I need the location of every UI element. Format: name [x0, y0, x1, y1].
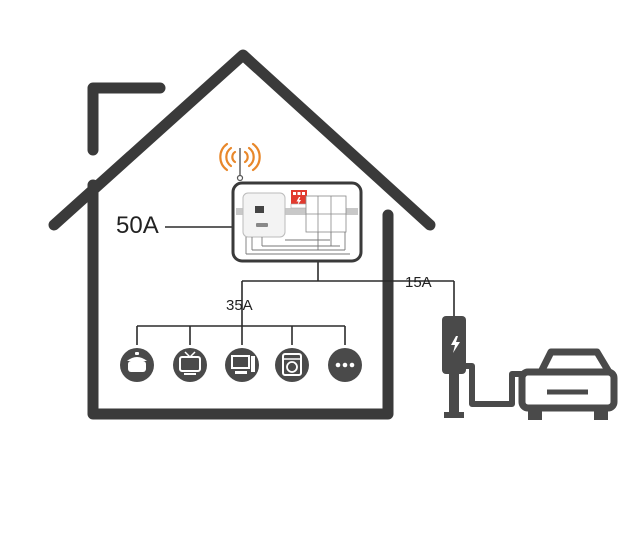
more-icon [335, 362, 355, 368]
lightning-icon [451, 336, 460, 353]
tv-icon [179, 351, 201, 375]
branch-current-label: 35A [226, 297, 253, 314]
house-outline [48, 49, 436, 420]
distribution-panel [231, 181, 363, 263]
appliance-computer [225, 348, 259, 382]
charging-cable [466, 363, 522, 407]
ev-charger [442, 316, 522, 418]
computer-icon [231, 355, 255, 374]
appliance-tv [173, 348, 207, 382]
electric-car-icon [518, 348, 618, 420]
wifi-signal-icon [219, 142, 261, 182]
main-current-label: 50A [116, 212, 159, 239]
appliance-washing-machine [275, 348, 309, 382]
rice-cooker-icon [127, 352, 147, 372]
appliance-more [328, 348, 362, 382]
charger-current-label: 15A [405, 274, 432, 291]
washing-machine-icon [282, 353, 302, 376]
energy-meter-icon [242, 192, 286, 238]
circuit-breaker-rail [305, 195, 347, 233]
wiring [136, 226, 455, 345]
appliance-rice-cooker [120, 348, 154, 382]
breaker-icon [290, 190, 308, 209]
